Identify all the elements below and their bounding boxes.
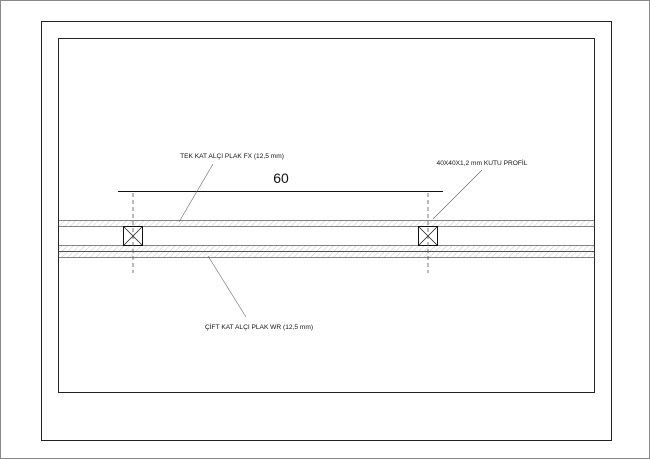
outer-frame <box>41 21 612 441</box>
leader-bottom-board <box>207 255 247 318</box>
label-top-board: TEK KAT ALÇI PLAK FX (12,5 mm) <box>180 153 284 160</box>
leader-top-board <box>178 163 214 223</box>
dimension-value: 60 <box>273 170 289 186</box>
inner-border <box>58 38 595 393</box>
label-bottom-board: ÇİFT KAT ALÇI PLAK WR (12,5 mm) <box>205 322 313 331</box>
leader-profile <box>432 169 483 220</box>
bottom-board <box>58 245 595 258</box>
top-board <box>58 220 595 227</box>
label-profile: 40X40X1,2 mm KUTU PROFİL <box>437 158 528 167</box>
